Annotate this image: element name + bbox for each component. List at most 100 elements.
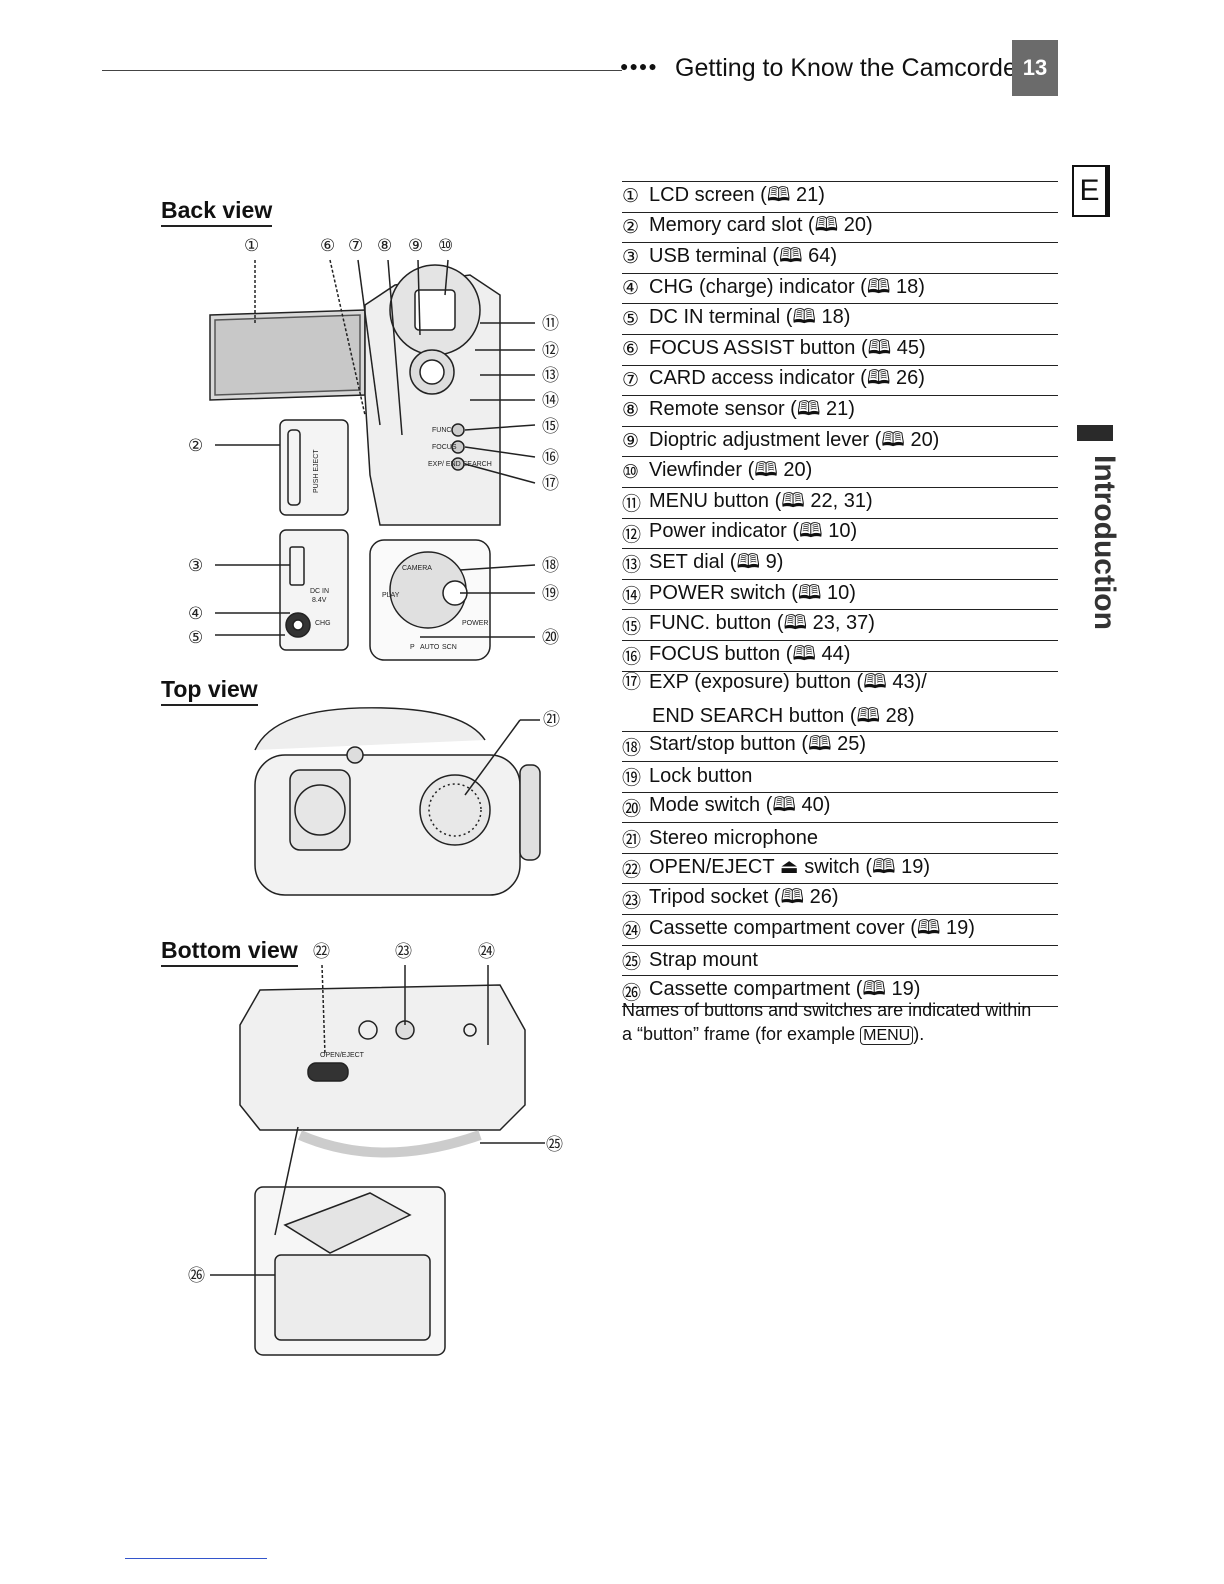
item-number: ⑲ bbox=[622, 768, 642, 790]
callout-21: ㉑ bbox=[543, 710, 560, 730]
callout-20: ⑳ bbox=[542, 628, 559, 648]
exp-label: EXP/ END SEARCH bbox=[428, 461, 492, 468]
page-number: 13 bbox=[1012, 40, 1058, 96]
list-item: ⑨ Dioptric adjustment lever (🕮 20) bbox=[622, 427, 1058, 458]
callout-11: ⑪ bbox=[542, 314, 559, 334]
item-text: FOCUS button (🕮 44) bbox=[649, 642, 851, 665]
chg-label: CHG bbox=[315, 620, 331, 627]
item-text: Start/stop button (🕮 25) bbox=[649, 733, 867, 756]
note-line-1: Names of buttons and switches are indica… bbox=[622, 1000, 1032, 1020]
item-number: ② bbox=[622, 216, 640, 238]
callout-18: ⑱ bbox=[542, 556, 559, 576]
side-tab-marker bbox=[1077, 425, 1113, 441]
mode-scn-label: SCN bbox=[442, 644, 457, 651]
item-text: DC IN terminal (🕮 18) bbox=[649, 306, 851, 329]
item-number: ⑫ bbox=[622, 524, 642, 546]
item-number: ⑭ bbox=[622, 586, 642, 608]
header-dots: ●●●● bbox=[620, 58, 658, 74]
page-title: Getting to Know the Camcorder bbox=[675, 54, 1026, 82]
callout-16: ⑯ bbox=[542, 448, 559, 468]
item-text: Dioptric adjustment lever (🕮 20) bbox=[649, 428, 940, 451]
callout-7: ⑦ bbox=[348, 236, 363, 256]
item-number: ㉕ bbox=[622, 951, 642, 973]
list-item: ⑬ SET dial (🕮 9) bbox=[622, 549, 1058, 580]
list-item: ㉔ Cassette compartment cover (🕮 19) bbox=[622, 915, 1058, 946]
callout-12: ⑫ bbox=[542, 341, 559, 361]
play-label: PLAY bbox=[382, 592, 400, 599]
item-text: Viewfinder (🕮 20) bbox=[649, 459, 813, 482]
callout-25: ㉕ bbox=[546, 1135, 563, 1155]
item-text: Remote sensor (🕮 21) bbox=[649, 397, 855, 420]
callout-4: ④ bbox=[188, 604, 203, 624]
callout-1: ① bbox=[244, 236, 259, 256]
item-number: ① bbox=[622, 186, 640, 208]
item-text: LCD screen (🕮 21) bbox=[649, 183, 825, 206]
callout-6: ⑥ bbox=[320, 236, 335, 256]
item-number: ⑰ bbox=[622, 672, 642, 693]
camera-label: CAMERA bbox=[402, 565, 432, 572]
language-tab: E bbox=[1072, 165, 1110, 217]
footer-rule bbox=[125, 1558, 267, 1559]
list-item: ⑧ Remote sensor (🕮 21) bbox=[622, 396, 1058, 427]
list-item: ⑱ Start/stop button (🕮 25) bbox=[622, 732, 1058, 763]
bottom-view-title: Bottom view bbox=[161, 937, 298, 967]
callout-10: ⑩ bbox=[438, 236, 453, 256]
callout-14: ⑭ bbox=[542, 391, 559, 411]
item-text: OPEN/EJECT ⏏ switch (🕮 19) bbox=[649, 855, 931, 878]
callout-15: ⑮ bbox=[542, 417, 559, 437]
callout-19: ⑲ bbox=[542, 584, 559, 604]
item-number: ⑩ bbox=[622, 461, 640, 483]
side-tab: Introduction bbox=[1068, 455, 1121, 630]
item-text: Cassette compartment (🕮 19) bbox=[649, 978, 921, 1001]
note-line-2-text: a “button” frame (for example bbox=[622, 1024, 861, 1044]
push-eject-label: PUSH EJECT bbox=[313, 449, 320, 493]
callout-13: ⑬ bbox=[542, 366, 559, 386]
item-number: ⑨ bbox=[622, 431, 640, 453]
item-number: ⑧ bbox=[622, 400, 640, 422]
list-item: ⑤ DC IN terminal (🕮 18) bbox=[622, 304, 1058, 335]
item-text: CHG (charge) indicator (🕮 18) bbox=[649, 275, 925, 298]
item-text: MENU button (🕮 22, 31) bbox=[649, 489, 873, 512]
item-text: Stereo microphone bbox=[649, 826, 818, 849]
item-number: ⑦ bbox=[622, 369, 640, 391]
item-text: SET dial (🕮 9) bbox=[649, 550, 784, 573]
item-number: ㉒ bbox=[622, 860, 642, 882]
list-item: ① LCD screen (🕮 21) bbox=[622, 182, 1058, 213]
focus-label: FOCUS bbox=[432, 444, 457, 451]
item-number: ⑤ bbox=[622, 308, 640, 330]
callout-5: ⑤ bbox=[188, 628, 203, 648]
item-text: Cassette compartment cover (🕮 19) bbox=[649, 916, 975, 939]
item-number: ⑮ bbox=[622, 616, 642, 638]
item-text: Mode switch (🕮 40) bbox=[649, 794, 831, 817]
mode-auto-label: AUTO bbox=[420, 644, 440, 651]
menu-button-example: MENU bbox=[860, 1026, 914, 1045]
power-label: POWER bbox=[462, 620, 488, 627]
top-view-diagram: ㉑ bbox=[254, 707, 560, 896]
item-number: ⑱ bbox=[622, 737, 642, 759]
item-number: ㉔ bbox=[622, 921, 642, 943]
item-text: Power indicator (🕮 10) bbox=[649, 520, 858, 543]
list-item: ⑩ Viewfinder (🕮 20) bbox=[622, 457, 1058, 488]
mode-p-label: P bbox=[410, 644, 415, 651]
header-rule bbox=[102, 70, 622, 71]
item-text: EXP (exposure) button (🕮 43)/ bbox=[649, 671, 927, 693]
side-tab-label: Introduction bbox=[1088, 455, 1121, 630]
note-line-2-end: ). bbox=[913, 1024, 925, 1044]
list-item: ⑲ Lock button bbox=[622, 762, 1058, 793]
item-number: ⑬ bbox=[622, 555, 642, 577]
callout-8: ⑧ bbox=[377, 236, 392, 256]
item-text: Lock button bbox=[649, 765, 753, 788]
